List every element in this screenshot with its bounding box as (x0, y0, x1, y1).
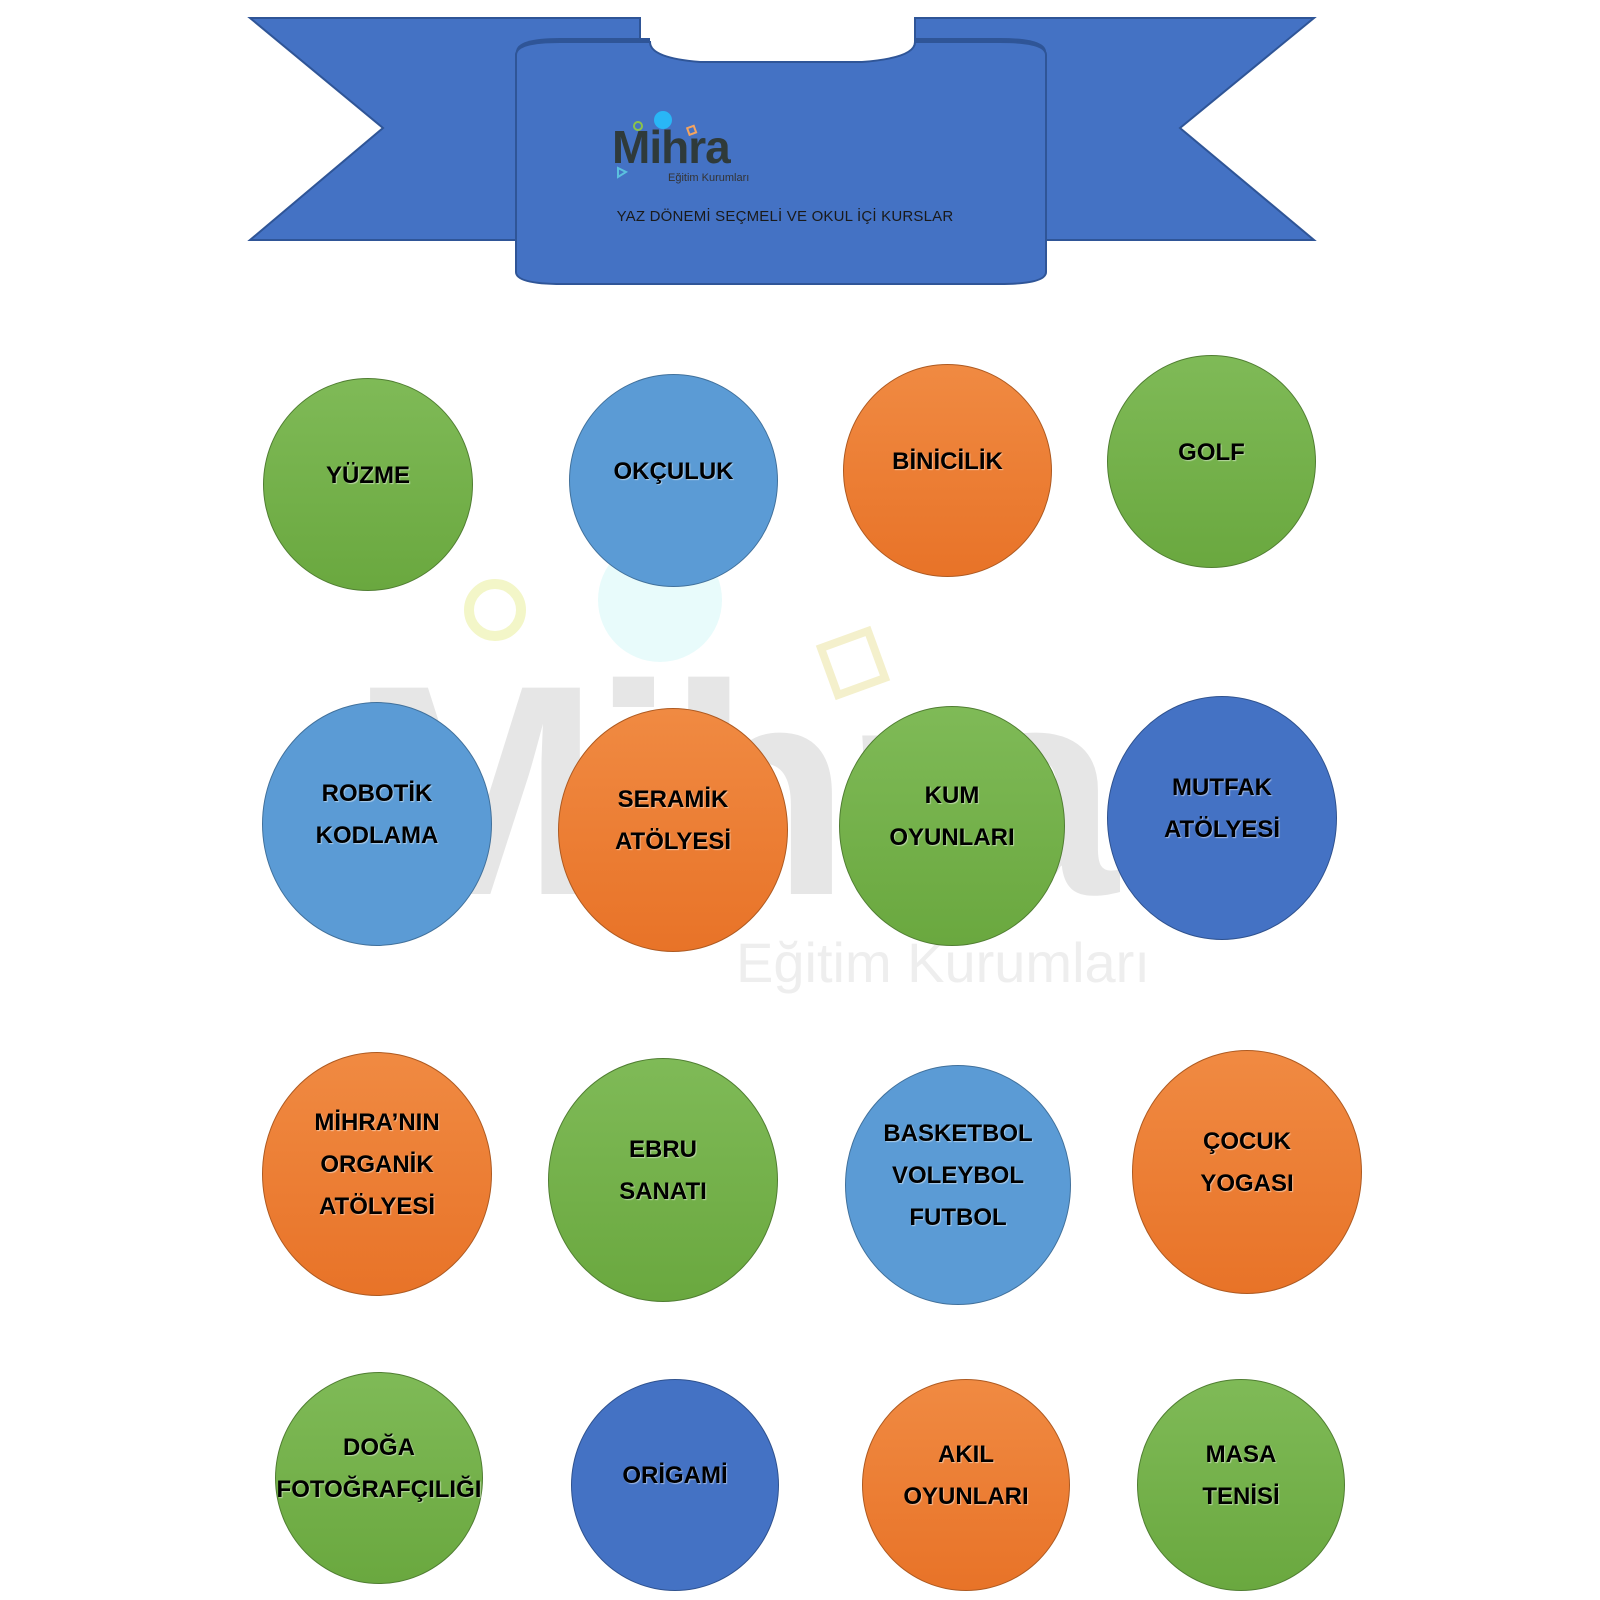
course-label: KUM OYUNLARI (889, 775, 1014, 859)
course-label: BİNİCİLİK (892, 441, 1003, 483)
course-circle-16[interactable]: MASA TENİSİ (1137, 1379, 1345, 1591)
course-label-line: FOTOĞRAFÇILIĞI (276, 1476, 482, 1503)
course-circle-2[interactable]: OKÇULUK (569, 374, 778, 587)
course-label-line: AKIL (938, 1441, 994, 1468)
course-circle-6[interactable]: SERAMİK ATÖLYESİ (558, 708, 788, 952)
course-label-line: GOLF (1178, 438, 1245, 466)
course-label: AKIL OYUNLARI (903, 1434, 1028, 1518)
course-label: MİHRA’NIN ORGANİK ATÖLYESİ (314, 1102, 439, 1228)
ribbon-banner (247, 17, 1317, 285)
course-circle-10[interactable]: EBRU SANATI (548, 1058, 778, 1302)
course-label-line: DOĞA (342, 1434, 415, 1461)
course-label: YÜZME (326, 455, 410, 497)
course-label: MASA TENİSİ (1202, 1434, 1279, 1518)
course-label-line: OKÇULUK (613, 457, 734, 485)
banner-subtitle: YAZ DÖNEMİ SEÇMELİ VE OKUL İÇİ KURSLAR (616, 208, 954, 225)
course-label-line: ORİGAMİ (622, 1462, 728, 1489)
course-label-line: MASA (1205, 1441, 1277, 1468)
course-label-line: SANATI (619, 1178, 707, 1205)
course-label: DOĞA FOTOĞRAFÇILIĞI (277, 1427, 482, 1511)
course-circle-14[interactable]: ORİGAMİ (571, 1379, 779, 1591)
course-circle-3[interactable]: BİNİCİLİK (843, 364, 1052, 577)
logo-shapes-icon (617, 111, 698, 179)
course-label: EBRU SANATI (619, 1129, 707, 1213)
course-label-line: MUTFAK (1172, 774, 1272, 801)
course-label: MUTFAK ATÖLYESİ (1164, 767, 1280, 851)
course-circle-9[interactable]: MİHRA’NIN ORGANİK ATÖLYESİ (262, 1052, 492, 1296)
course-circle-7[interactable]: KUM OYUNLARI (839, 706, 1065, 946)
course-label-line: ORGANİK (320, 1151, 434, 1178)
course-label: OKÇULUK (614, 451, 734, 493)
course-label: SERAMİK ATÖLYESİ (615, 779, 731, 863)
course-label-line: BİNİCİLİK (892, 447, 1003, 475)
course-label-line: EBRU (628, 1136, 697, 1163)
course-label-line: VOLEYBOL (891, 1162, 1024, 1189)
course-circle-5[interactable]: ROBOTİK KODLAMA (262, 702, 492, 946)
logo-text: Mihra (612, 121, 731, 173)
course-label-line: SERAMİK (617, 786, 729, 813)
course-label-line: YÜZME (326, 461, 410, 489)
course-label-line: BASKETBOL (883, 1120, 1033, 1147)
course-label-line: ATÖLYESİ (614, 828, 732, 855)
course-label-line: YOGASI (1200, 1170, 1294, 1197)
course-label-line: MİHRA’NIN (314, 1109, 440, 1136)
course-label-line: KUM (924, 782, 980, 809)
course-label-line: ÇOCUK (1202, 1128, 1291, 1155)
course-circle-13[interactable]: DOĞA FOTOĞRAFÇILIĞI (275, 1372, 483, 1584)
course-label-line: ATÖLYESİ (318, 1193, 436, 1220)
course-label: ROBOTİK KODLAMA (316, 773, 439, 857)
logo-subtitle: Eğitim Kurumları (668, 172, 750, 184)
course-label-line: TENİSİ (1202, 1483, 1280, 1510)
course-label-line: KODLAMA (315, 822, 439, 849)
course-label-line: OYUNLARI (889, 824, 1015, 851)
course-label: BASKETBOL VOLEYBOL FUTBOL (883, 1113, 1032, 1239)
course-circle-8[interactable]: MUTFAK ATÖLYESİ (1107, 696, 1337, 940)
course-label-line: OYUNLARI (903, 1483, 1029, 1510)
course-label: ÇOCUK YOGASI (1200, 1121, 1293, 1205)
course-label-line: ROBOTİK (321, 780, 433, 807)
course-label-line: ATÖLYESİ (1163, 816, 1281, 843)
course-circle-4[interactable]: GOLF (1107, 355, 1316, 568)
course-circle-11[interactable]: BASKETBOL VOLEYBOL FUTBOL (845, 1065, 1071, 1305)
course-circle-15[interactable]: AKIL OYUNLARI (862, 1379, 1070, 1591)
course-label-line: FUTBOL (909, 1204, 1007, 1231)
course-circle-12[interactable]: ÇOCUK YOGASI (1132, 1050, 1362, 1294)
mihra-logo: Mihra Eğitim Kurumları (612, 108, 752, 188)
course-circle-1[interactable]: YÜZME (263, 378, 473, 591)
course-label: ORİGAMİ (622, 1455, 727, 1497)
course-label: GOLF (1178, 432, 1245, 474)
